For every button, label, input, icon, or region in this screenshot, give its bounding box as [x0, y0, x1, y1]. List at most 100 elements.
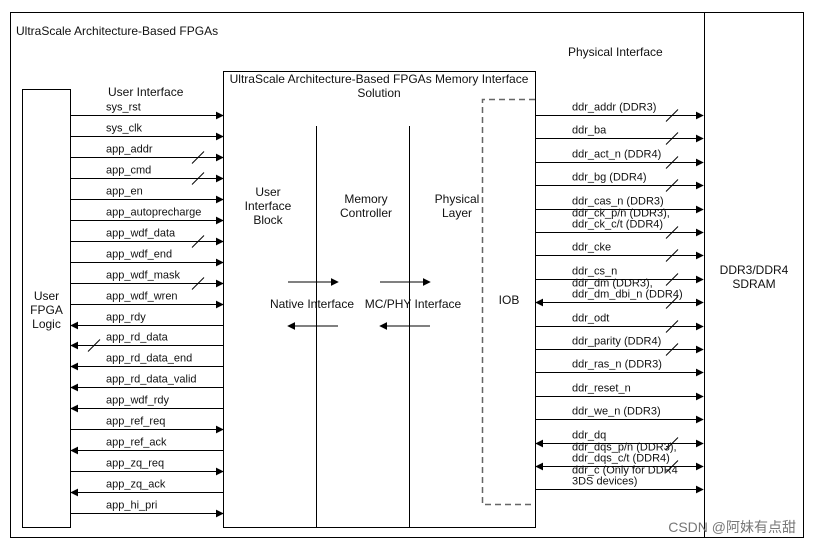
bus-slash: [191, 151, 205, 164]
phy-signal-ddr-dq: ddr_dq: [535, 430, 704, 450]
user-interface-title: User Interface: [108, 85, 184, 99]
phy-signal-ddr-ras-n: ddr_ras_n (DDR3): [536, 359, 704, 377]
bus-slash: [665, 343, 679, 356]
physical-layer-label: Physical Layer: [435, 192, 480, 220]
ddr-sdram-box: [704, 12, 804, 538]
user-signal-app-autoprecharge: app_autoprecharge: [71, 207, 224, 225]
phy-signal-label: ddr_parity (DDR4): [572, 336, 661, 348]
bus-slash: [191, 277, 205, 290]
user-signal-label: sys_clk: [106, 123, 143, 135]
sdram-line-1: DDR3/DDR4: [720, 263, 789, 277]
user-signal-label: app_wdf_data: [106, 228, 176, 240]
phy-line-2: Layer: [442, 206, 472, 220]
user-signal-label: app_wdf_rdy: [106, 395, 169, 407]
user-signal-app-en: app_en: [71, 186, 224, 204]
phy-signal-label: ddr_dq: [572, 430, 606, 442]
physical-interface-title: Physical Interface: [568, 45, 663, 59]
uib-line-2: Interface: [245, 199, 292, 213]
user-signal-label: app_wdf_mask: [106, 270, 180, 282]
user-signal-app-hi-pri: app_hi_pri: [71, 500, 224, 518]
phy-signal-label: ddr_odt: [572, 313, 609, 325]
sdram-line-2: SDRAM: [732, 277, 775, 291]
bus-slash: [665, 273, 679, 286]
native-interface-label: Native Interface: [270, 297, 354, 311]
phy-signal-ddr-parity: ddr_parity (DDR4): [536, 336, 704, 356]
phy-signal-ddr-cke: ddr_cke: [536, 242, 704, 262]
user-logic-line-2: FPGA: [30, 303, 63, 317]
solution-title-line-2: Solution: [357, 86, 400, 100]
phy-signal-label: 3DS devices): [572, 476, 637, 488]
user-logic-line-1: User: [34, 289, 59, 303]
user-signal-label: app_rdy: [106, 312, 146, 324]
phy-signal-label: ddr_act_n (DDR4): [572, 149, 661, 161]
bus-slash: [665, 437, 679, 450]
phy-signal-ddr-dm: ddr_dm (DDR3),ddr_dm_dbi_n (DDR4): [535, 278, 704, 309]
uib-line-1: User: [255, 185, 280, 199]
uib-line-3: Block: [253, 213, 283, 227]
phy-signal-label: ddr_reset_n: [572, 383, 631, 395]
user-signal-label: app_ref_req: [106, 416, 165, 428]
phy-signal-ddr-bg: ddr_bg (DDR4): [536, 172, 704, 192]
phy-signal-label: ddr_dqs_c/t (DDR4): [572, 453, 670, 465]
user-signal-label: app_wdf_end: [106, 249, 172, 261]
user-signal-label: sys_rst: [106, 102, 141, 114]
user-fpga-logic-label: User FPGA Logic: [30, 289, 63, 331]
phy-signal-label: ddr_ba: [572, 125, 607, 137]
bus-slash: [665, 156, 679, 169]
solution-box: [223, 71, 536, 528]
mc-line-2: Controller: [340, 206, 392, 220]
user-signal-label: app_cmd: [106, 165, 151, 177]
phy-signal-label: ddr_dqs_p/n (DDR3),: [572, 442, 677, 454]
user-signal-app-zq-req: app_zq_req: [71, 458, 224, 476]
outer-title: UltraScale Architecture-Based FPGAs: [16, 24, 218, 38]
bus-slash: [191, 235, 205, 248]
user-signal-group: sys_rstsys_clkapp_addrapp_cmdapp_enapp_a…: [70, 102, 224, 518]
phy-signal-label: ddr_cs_n: [572, 266, 617, 278]
bus-slash: [665, 179, 679, 192]
iob-dashed-region: [481, 98, 535, 506]
phy-signal-ddr-ba: ddr_ba: [536, 125, 704, 145]
user-signal-app-cmd: app_cmd: [71, 165, 224, 185]
user-signal-app-wdf-wren: app_wdf_wren: [71, 291, 224, 309]
user-signal-app-wdf-end: app_wdf_end: [71, 249, 224, 267]
user-signal-label: app_rd_data: [106, 332, 169, 344]
user-signal-label: app_zq_req: [106, 458, 164, 470]
phy-signal-label: ddr_cas_n (DDR3): [572, 196, 664, 208]
phy-signal-ddr-ck-p-n: ddr_ck_p/n (DDR3),ddr_ck_c/t (DDR4): [536, 208, 704, 239]
memory-controller-label: Memory Controller: [340, 192, 392, 220]
solution-title-line-1: UltraScale Architecture-Based FPGAs Memo…: [230, 72, 529, 86]
user-signal-app-rdy: app_rdy: [70, 312, 223, 330]
user-logic-line-3: Logic: [32, 317, 61, 331]
bus-slash: [665, 109, 679, 122]
bus-slash: [665, 460, 679, 473]
user-signal-label: app_wdf_wren: [106, 291, 178, 303]
bus-slash: [665, 226, 679, 239]
phy-signal-label: ddr_ck_p/n (DDR3),: [572, 208, 670, 220]
user-signal-label: app_rd_data_end: [106, 353, 192, 365]
phy-signal-ddr-reset-n: ddr_reset_n: [536, 383, 704, 401]
user-signal-label: app_zq_ack: [106, 479, 166, 491]
phy-signal-ddr-act-n: ddr_act_n (DDR4): [536, 149, 704, 169]
iob-label: IOB: [499, 293, 520, 307]
user-fpga-logic-box: [22, 89, 71, 528]
phy-signal-group: ddr_addr (DDR3) ddr_ba ddr_act_n (DDR4) ddr…: [535, 102, 704, 494]
user-signal-app-ref-ack: app_ref_ack: [70, 437, 223, 455]
bus-slash: [665, 296, 679, 309]
user-signal-label: app_rd_data_valid: [106, 374, 197, 386]
phy-signal-ddr-cas-n: ddr_cas_n (DDR3): [536, 196, 704, 214]
phy-signal-label: ddr_dm (DDR3),: [572, 278, 653, 290]
phy-signal-label: ddr_ck_c/t (DDR4): [572, 219, 663, 231]
phy-signal-label: ddr_addr (DDR3): [572, 102, 656, 114]
watermark: CSDN @阿妹有点甜: [668, 519, 796, 535]
bus-slash: [665, 249, 679, 262]
user-signal-label: app_autoprecharge: [106, 207, 201, 219]
user-signal-label: app_ref_ack: [106, 437, 167, 449]
phy-signal-ddr-addr: ddr_addr (DDR3): [536, 102, 704, 122]
user-signal-app-wdf-mask: app_wdf_mask: [71, 270, 224, 290]
phy-signal-label: ddr_dm_dbi_n (DDR4): [572, 289, 683, 301]
uib-label: User Interface Block: [245, 185, 292, 227]
phy-signal-label: ddr_we_n (DDR3): [572, 406, 661, 418]
phy-signal-ddr-odt: ddr_odt: [536, 313, 704, 333]
